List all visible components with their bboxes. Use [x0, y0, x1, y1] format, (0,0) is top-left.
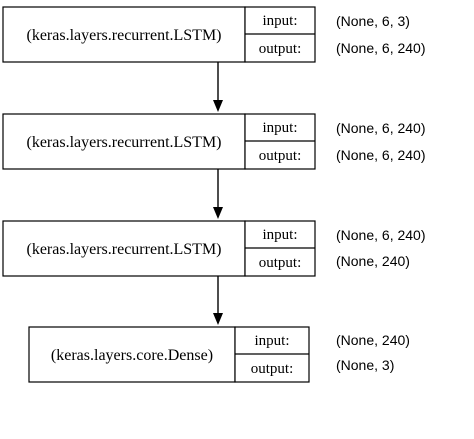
input-shape: (None, 6, 240) [336, 120, 426, 136]
input-port-label: input: [262, 120, 297, 136]
output-port-label: output: [251, 361, 294, 377]
input-shape: (None, 6, 240) [336, 227, 426, 243]
arrowhead [213, 313, 223, 325]
output-port-label: output: [259, 255, 302, 271]
layer-node-4: (keras.layers.core.Dense) input: output:… [28, 326, 410, 383]
input-shape: (None, 6, 3) [336, 13, 410, 29]
layer-name-box [2, 113, 246, 170]
layer-node-3: (keras.layers.recurrent.LSTM) input: out… [2, 220, 426, 277]
edge-arrow-1-2 [213, 62, 223, 112]
layer-node-2: (keras.layers.recurrent.LSTM) input: out… [2, 113, 426, 170]
output-shape: (None, 3) [336, 357, 394, 373]
output-shape: (None, 240) [336, 253, 410, 269]
arrowhead [213, 207, 223, 219]
layer-name-label: (keras.layers.core.Dense) [51, 347, 213, 364]
output-shape: (None, 6, 240) [336, 40, 426, 56]
input-port-label: input: [262, 227, 297, 243]
layer-name-label: (keras.layers.recurrent.LSTM) [26, 241, 221, 258]
layer-name-box [28, 326, 236, 383]
input-shape: (None, 240) [336, 332, 410, 348]
layer-name-label: (keras.layers.recurrent.LSTM) [26, 134, 221, 151]
input-port-label: input: [262, 13, 297, 29]
edge-arrow-3-4 [213, 276, 223, 325]
layer-name-label: (keras.layers.recurrent.LSTM) [26, 27, 221, 44]
output-shape: (None, 6, 240) [336, 147, 426, 163]
edge-arrow-2-3 [213, 169, 223, 219]
input-port-label: input: [254, 333, 289, 349]
output-port-label: output: [259, 41, 302, 57]
layer-node-1: (keras.layers.recurrent.LSTM) input: out… [2, 6, 426, 63]
layer-name-box [2, 220, 246, 277]
output-port-label: output: [259, 148, 302, 164]
layer-name-box [2, 6, 246, 63]
arrowhead [213, 100, 223, 112]
